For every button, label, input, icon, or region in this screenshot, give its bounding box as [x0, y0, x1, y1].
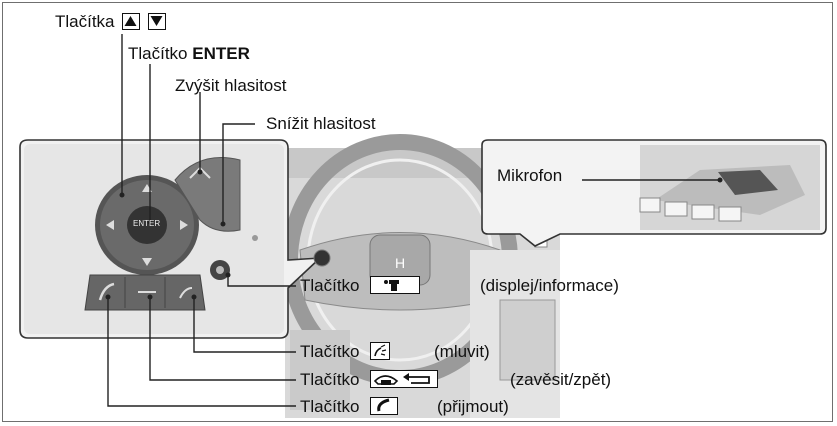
talk-icon — [370, 342, 391, 360]
enter-button-label: Tlačítko ENTER — [128, 44, 250, 64]
display-desc: (displej/informace) — [480, 276, 619, 295]
pickup-button-label: Tlačítko — [300, 397, 399, 417]
hangup-prefix-text: Tlačítko — [300, 370, 360, 389]
talk-desc: (mluvit) — [434, 342, 490, 361]
pickup-desc: (přijmout) — [437, 397, 509, 416]
volume-up-label: Zvýšit hlasitost — [175, 76, 287, 95]
svg-text:H: H — [395, 255, 405, 271]
up-down-buttons-label: Tlačítka — [55, 12, 166, 32]
talk-prefix-text: Tlačítko — [300, 342, 360, 361]
display-info-icon — [370, 276, 421, 294]
volume-down-label: Snížit hlasitost — [266, 114, 376, 133]
enter-bold-text: ENTER — [192, 44, 250, 63]
down-key-icon — [148, 13, 166, 30]
microphone-label: Mikrofon — [497, 166, 563, 185]
enter-prefix-text: Tlačítko — [128, 44, 188, 63]
dpad-enter-text: ENTER — [133, 219, 161, 228]
talk-button-label: Tlačítko — [300, 342, 391, 362]
leader-lines — [105, 34, 723, 407]
pickup-phone-icon — [370, 397, 399, 415]
dashboard-illustration: H — [282, 134, 560, 418]
microphone-shape — [718, 170, 778, 195]
up-down-label-text: Tlačítka — [55, 12, 115, 31]
dpad-right-arrow — [180, 220, 188, 230]
dpad-down-arrow — [142, 258, 152, 266]
hangup-button-label: Tlačítko — [300, 370, 439, 390]
display-button-label: Tlačítko — [300, 276, 421, 296]
hangup-desc: (zavěsit/zpět) — [510, 370, 612, 389]
controls-zoom-panel — [19, 139, 331, 339]
display-prefix-text: Tlačítko — [300, 276, 360, 295]
pickup-prefix-text: Tlačítko — [300, 397, 360, 416]
microphone-zoom-panel — [481, 139, 827, 247]
up-key-icon — [122, 13, 141, 30]
dpad-left-arrow — [106, 220, 114, 230]
hangup-back-icon — [370, 370, 439, 388]
